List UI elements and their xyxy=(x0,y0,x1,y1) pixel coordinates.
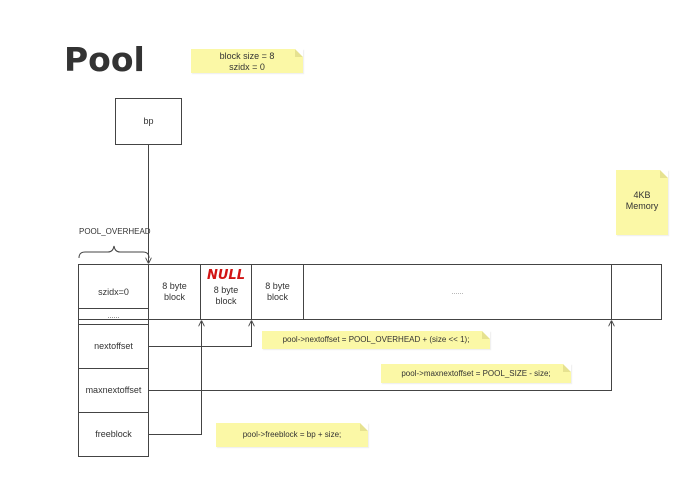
freeblock-field: freeblock xyxy=(79,413,148,456)
maxnextoffset-arrow xyxy=(148,321,612,391)
note-fold-icon xyxy=(563,364,571,372)
maxnextoffset-field: maxnextoffset xyxy=(79,369,148,412)
block-size-text: block size = 8 xyxy=(219,51,275,61)
bp-label: bp xyxy=(143,116,154,126)
field-dots: ...... xyxy=(79,309,148,324)
pool-header-fields xyxy=(78,308,149,457)
szidx-cell: szidx=0 xyxy=(79,265,148,319)
pool-overhead-label: POOL_OVERHEAD xyxy=(79,227,151,236)
note-fold-icon xyxy=(295,49,303,57)
block-cell-1: 8 byte block xyxy=(149,265,200,319)
block-size-label: 8 byte xyxy=(213,285,239,295)
note-fold-icon xyxy=(482,331,490,339)
nextoffset-formula: pool->nextoffset = POOL_OVERHEAD + (size… xyxy=(282,335,470,344)
freeblock-formula: pool->freeblock = bp + size; xyxy=(242,430,342,439)
overhead-brace xyxy=(78,245,150,259)
remaining-blocks-cell: ...... xyxy=(304,265,611,319)
szidx-text: szidx = 0 xyxy=(229,62,265,72)
memory-size-text: 4KB xyxy=(633,190,651,200)
block-label: block xyxy=(163,292,185,302)
szidx-label: szidx=0 xyxy=(98,286,129,297)
field-dots-label: ...... xyxy=(107,313,120,320)
maxnextoffset-label: maxnextoffset xyxy=(85,385,142,395)
nextoffset-label: nextoffset xyxy=(94,341,133,351)
block-cell-2: 8 byte block xyxy=(201,265,251,319)
memory-text: Memory xyxy=(625,201,659,211)
remaining-dots: ...... xyxy=(451,288,464,296)
null-label: NULL xyxy=(207,268,246,283)
note-fold-icon xyxy=(360,423,368,431)
page-title: Pool xyxy=(64,40,145,79)
block-cell-3: 8 byte block xyxy=(252,265,303,319)
block-label: block xyxy=(215,296,237,306)
block-size-note: block size = 8 szidx = 0 xyxy=(191,49,303,73)
freeblock-label: freeblock xyxy=(95,429,132,439)
nextoffset-field: nextoffset xyxy=(79,325,148,368)
freeblock-arrow xyxy=(148,321,202,435)
block-size-label: 8 byte xyxy=(162,281,187,291)
block-label: block xyxy=(266,292,288,302)
memory-note: 4KB Memory xyxy=(616,170,668,235)
nextoffset-note: pool->nextoffset = POOL_OVERHEAD + (size… xyxy=(262,331,490,349)
block-size-label: 8 byte xyxy=(265,281,290,291)
pool-row xyxy=(78,264,662,320)
note-fold-icon xyxy=(660,170,668,178)
freeblock-note: pool->freeblock = bp + size; xyxy=(216,423,368,447)
maxnextoffset-note: pool->maxnextoffset = POOL_SIZE - size; xyxy=(381,364,571,383)
nextoffset-arrow xyxy=(148,321,252,347)
maxnextoffset-formula: pool->maxnextoffset = POOL_SIZE - size; xyxy=(401,369,551,378)
bp-box: bp xyxy=(115,98,182,145)
